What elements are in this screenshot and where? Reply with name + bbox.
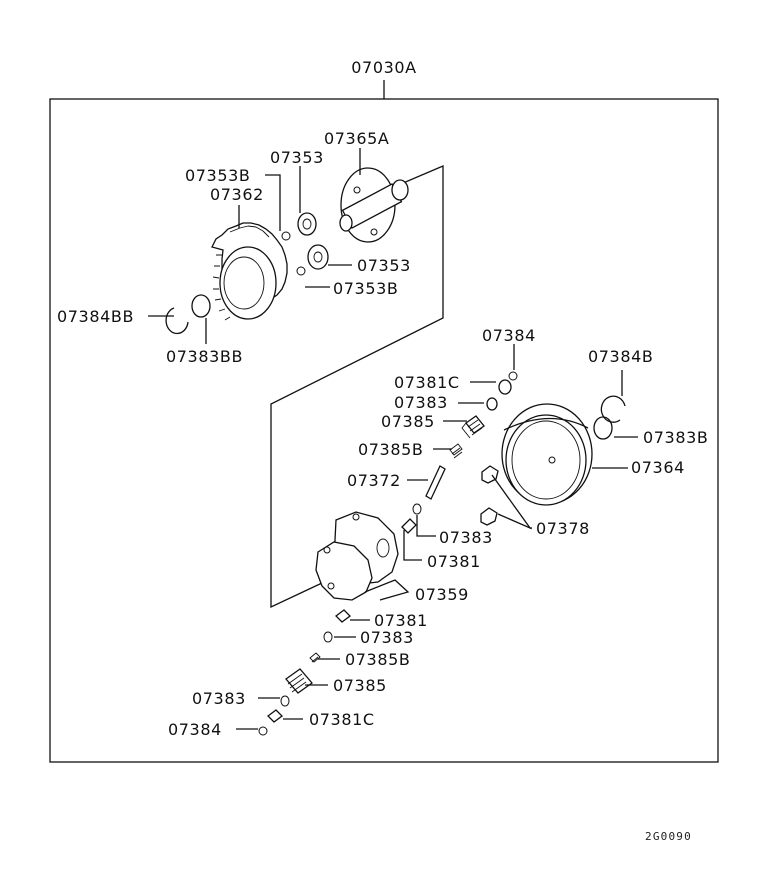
label-07383-c: 07383 <box>360 628 414 647</box>
label-07353B-top: 07353B <box>185 166 250 185</box>
shaft-bushing-upper <box>281 212 317 241</box>
assembly-number: 07030A <box>351 58 416 77</box>
label-07362: 07362 <box>210 185 264 204</box>
flange-shaft <box>339 167 409 243</box>
label-07384BB: 07384BB <box>57 307 134 326</box>
outer-housing <box>501 403 593 506</box>
label-07385B-a: 07385B <box>358 440 423 459</box>
label-07383B: 07383B <box>643 428 708 447</box>
timing-gear <box>211 222 288 321</box>
label-07381C-top: 07381C <box>394 373 460 392</box>
label-07384-top: 07384 <box>482 326 536 345</box>
washer-right <box>593 416 613 440</box>
label-07385-a: 07385 <box>381 412 435 431</box>
subassembly-bracket <box>270 165 444 609</box>
lower-valve-stack <box>258 609 351 736</box>
washer-left <box>191 294 211 318</box>
check-valve-b <box>480 507 498 526</box>
leader-lines <box>148 148 638 730</box>
label-07383-b: 07383 <box>439 528 493 547</box>
figure-code: 2G0090 <box>645 830 692 843</box>
label-07385-b: 07385 <box>333 676 387 695</box>
label-07381-a: 07381 <box>427 552 481 571</box>
snap-ring-right <box>600 395 626 423</box>
label-07365A: 07365A <box>324 129 389 148</box>
shaft-bushing-lower <box>296 244 329 276</box>
label-07378: 07378 <box>536 519 590 538</box>
upper-valve-stack <box>401 371 518 534</box>
label-07383-d: 07383 <box>192 689 246 708</box>
label-07381C-b: 07381C <box>309 710 375 729</box>
label-07383BB: 07383BB <box>166 347 243 366</box>
label-07381-b: 07381 <box>374 611 428 630</box>
label-07383-a: 07383 <box>394 393 448 412</box>
label-07385B-b: 07385B <box>345 650 410 669</box>
label-07384B: 07384B <box>588 347 653 366</box>
label-07372: 07372 <box>347 471 401 490</box>
distributor-rotor <box>315 511 399 601</box>
label-07353B-mid: 07353B <box>333 279 398 298</box>
label-07353-mid: 07353 <box>357 256 411 275</box>
label-07364: 07364 <box>631 458 685 477</box>
label-07353-top: 07353 <box>270 148 324 167</box>
label-07359: 07359 <box>415 585 469 604</box>
snap-ring-left <box>165 307 189 335</box>
label-07384-b: 07384 <box>168 720 222 739</box>
